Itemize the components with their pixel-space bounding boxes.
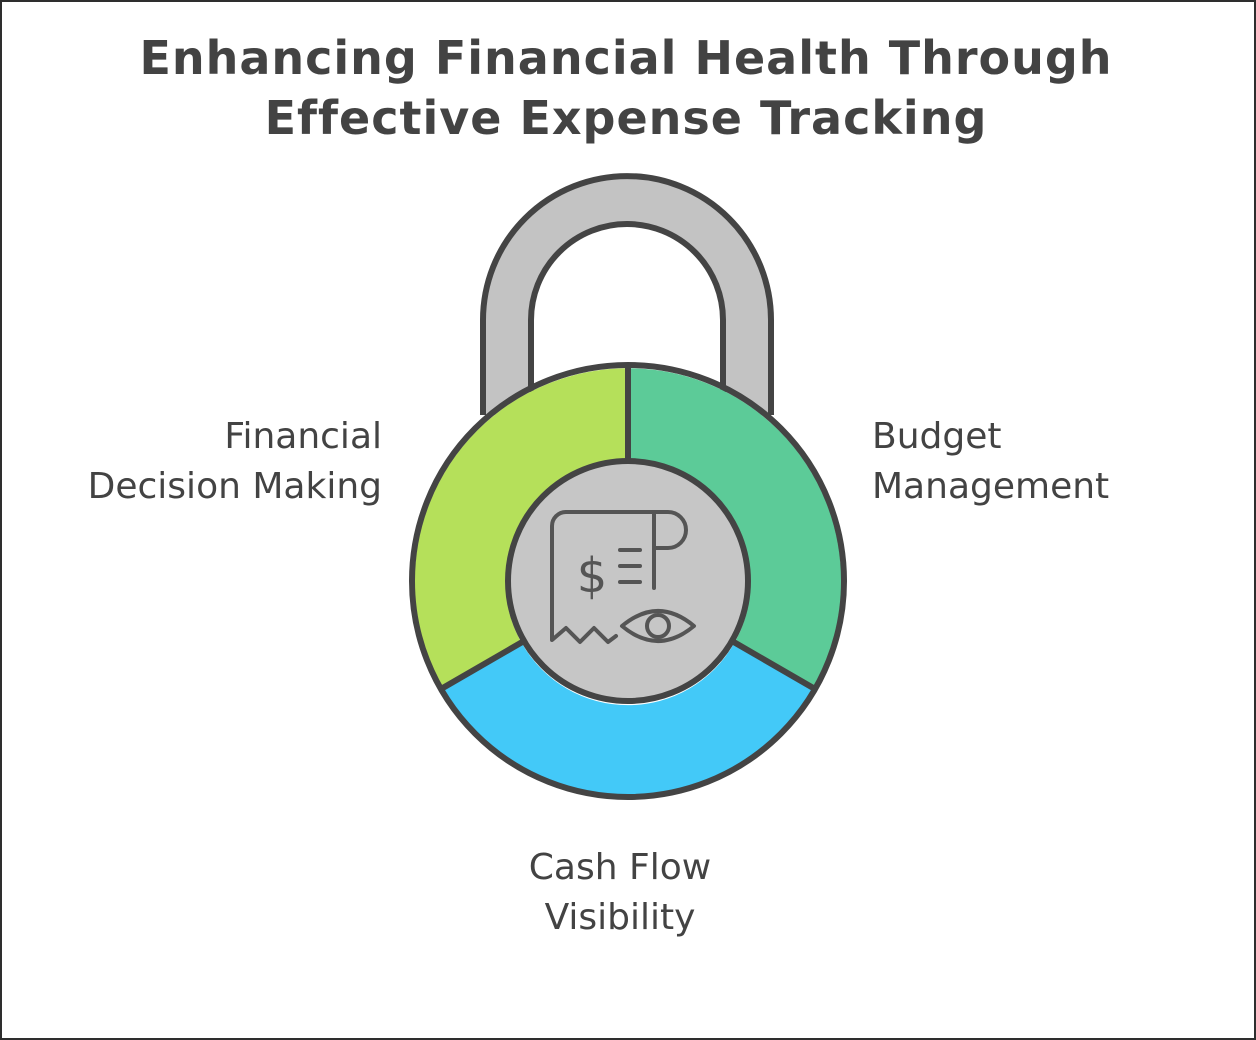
label-line-1: Financial [224, 416, 382, 457]
label-budget-management: Budget Management [872, 412, 1232, 512]
label-line-1: Cash Flow [528, 847, 712, 888]
eye-pupil [645, 613, 671, 639]
label-line-2: Decision Making [87, 466, 382, 507]
receipt-left-edge [550, 510, 618, 644]
eye-outline [620, 609, 696, 643]
title-line-2: Effective Expense Tracking [264, 91, 988, 145]
shackle-inner-edge [528, 221, 726, 392]
title-line-1: Enhancing Financial Health Through [139, 31, 1113, 85]
padlock-body-ring [409, 362, 847, 800]
padlock-shackle [480, 173, 774, 415]
shackle-outer-edge [480, 173, 774, 415]
shackle-band [483, 176, 771, 415]
label-line-2: Management [872, 466, 1110, 507]
divider-left [439, 638, 526, 692]
label-line-2: Visibility [544, 897, 696, 938]
segment-cash-flow-visibility [443, 643, 813, 795]
dollar-sign-glyph: $ [577, 548, 608, 604]
segment-budget-management [627, 368, 842, 689]
label-financial-decision-making: Financial Decision Making [40, 412, 382, 512]
label-cash-flow-visibility: Cash Flow Visibility [420, 843, 820, 943]
receipt-dollar-eye-icon: $ [550, 510, 696, 644]
receipt-top-roll [564, 510, 688, 550]
label-line-1: Budget [872, 416, 1002, 457]
diagram-title: Enhancing Financial Health Through Effec… [0, 28, 1252, 148]
segment-financial-decision-making [414, 368, 628, 689]
divider-right [730, 638, 817, 692]
